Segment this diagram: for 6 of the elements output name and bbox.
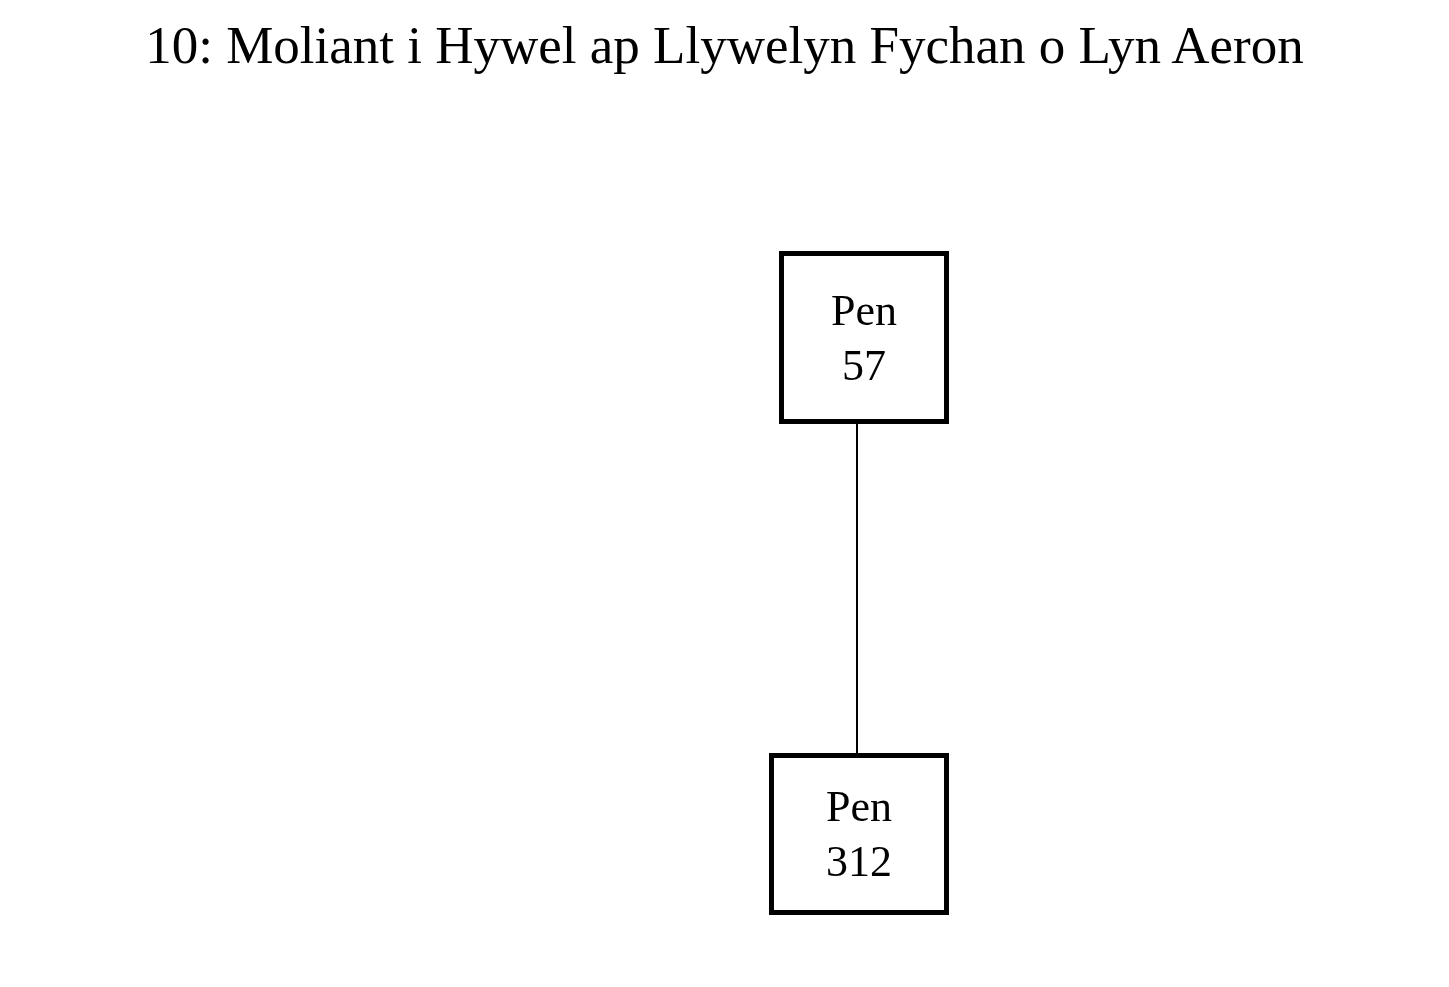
node-label: Pen 57 <box>830 284 898 392</box>
diagram-title: 10: Moliant i Hywel ap Llywelyn Fychan o Lyn Aeron <box>144 15 1305 76</box>
manuscript-box <box>779 251 949 424</box>
manuscript-box <box>769 753 949 915</box>
connector-line <box>856 423 858 754</box>
node-label: Pen 312 <box>825 781 893 888</box>
